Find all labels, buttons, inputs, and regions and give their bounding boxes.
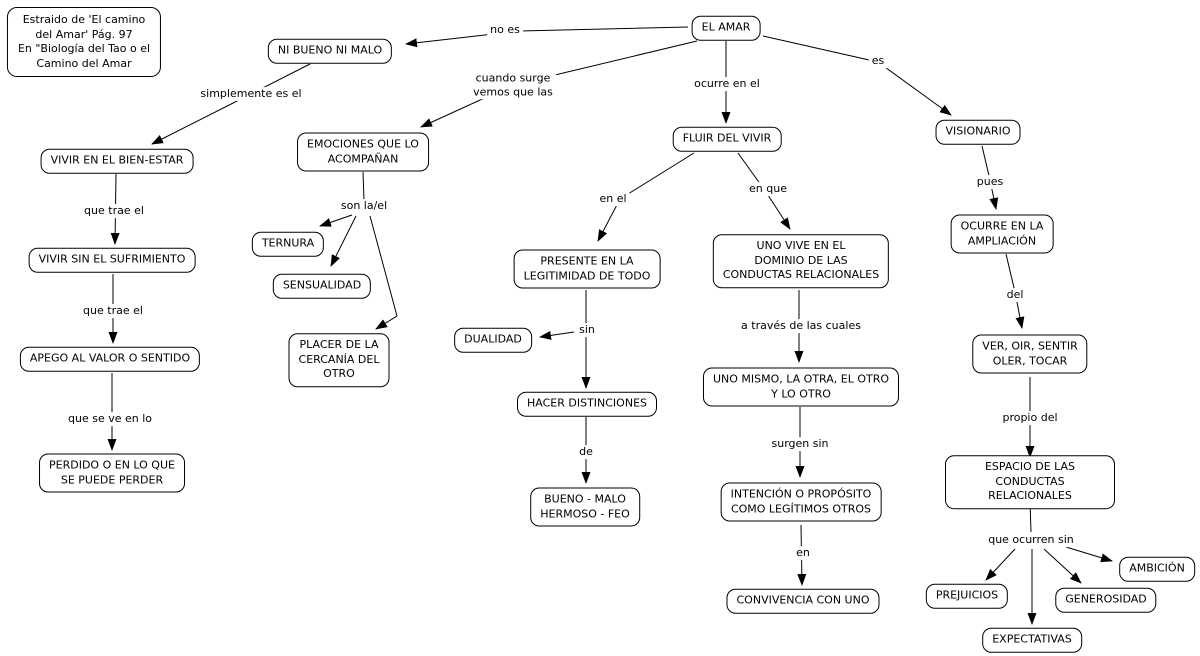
node-vivir-bien-estar[interactable]: VIVIR EN EL BIEN-ESTAR <box>40 148 194 174</box>
link-label-en-el[interactable]: en el <box>596 192 630 206</box>
link-label-de[interactable]: de <box>576 445 596 459</box>
node-perdido[interactable]: PERDIDO O EN LO QUE SE PUEDE PERDER <box>39 453 185 493</box>
node-prejuicios[interactable]: PREJUICIOS <box>925 583 1009 609</box>
node-ver-oir-sentir[interactable]: VER, OIR, SENTIR OLER, TOCAR <box>972 334 1088 374</box>
node-ocurre-ampliacion[interactable]: OCURRE EN LA AMPLIACIÓN <box>950 214 1054 254</box>
node-espacio-conductas[interactable]: ESPACIO DE LAS CONDUCTAS RELACIONALES <box>945 455 1115 509</box>
link-label-que-ocurren-sin[interactable]: que ocurren sin <box>985 533 1077 547</box>
link-label-del[interactable]: del <box>1003 288 1027 302</box>
node-convivencia[interactable]: CONVIVENCIA CON UNO <box>726 588 880 614</box>
link-label-surgen-sin[interactable]: surgen sin <box>768 437 832 451</box>
link-label-en[interactable]: en <box>793 546 813 560</box>
node-el-amar[interactable]: EL AMAR <box>691 15 761 41</box>
link-label-propio-del[interactable]: propio del <box>999 411 1061 425</box>
node-uno-mismo[interactable]: UNO MISMO, LA OTRA, EL OTRO Y LO OTRO <box>702 367 900 407</box>
link-label-sin[interactable]: sin <box>576 323 598 337</box>
node-visionario[interactable]: VISIONARIO <box>935 119 1021 145</box>
node-source-note[interactable]: Estraido de 'El camino del Amar' Pág. 97… <box>6 6 162 78</box>
link-label-es[interactable]: es <box>868 54 888 68</box>
node-hacer-distinciones[interactable]: HACER DISTINCIONES <box>516 391 658 417</box>
node-bueno-malo[interactable]: BUENO - MALO HERMOSO - FEO <box>530 487 640 527</box>
link-label-cuando-surge[interactable]: cuando surge vemos que las <box>470 71 556 99</box>
node-ternura[interactable]: TERNURA <box>251 231 325 257</box>
node-placer-cercania[interactable]: PLACER DE LA CERCANÍA DEL OTRO <box>288 333 390 387</box>
link-label-que-trae-el-1[interactable]: que trae el <box>81 204 147 218</box>
link-label-simplemente-es-el[interactable]: simplemente es el <box>197 87 305 101</box>
node-uno-vive-dominio[interactable]: UNO VIVE EN EL DOMINIO DE LAS CONDUCTAS … <box>712 234 890 288</box>
link-label-ocurre-en-el[interactable]: ocurre en el <box>691 77 763 91</box>
node-intencion-proposito[interactable]: INTENCIÓN O PROPÓSITO COMO LEGÍTIMOS OTR… <box>720 482 882 522</box>
node-fluir-del-vivir[interactable]: FLUIR DEL VIVIR <box>672 126 782 152</box>
link-label-pues[interactable]: pues <box>973 175 1007 189</box>
node-apego-valor[interactable]: APEGO AL VALOR O SENTIDO <box>19 346 201 372</box>
link-label-que-se-ve-en-lo[interactable]: que se ve en lo <box>64 412 156 426</box>
link-label-a-traves[interactable]: a través de las cuales <box>738 319 864 333</box>
node-ni-bueno-ni-malo[interactable]: NI BUENO NI MALO <box>267 38 393 64</box>
node-ambicion[interactable]: AMBICIÓN <box>1119 556 1195 582</box>
node-expectativas[interactable]: EXPECTATIVAS <box>982 627 1082 653</box>
node-emociones[interactable]: EMOCIONES QUE LO ACOMPAÑAN <box>297 132 429 172</box>
node-dualidad[interactable]: DUALIDAD <box>454 327 532 353</box>
node-sensualidad[interactable]: SENSUALIDAD <box>272 273 372 299</box>
link-label-no-es[interactable]: no es <box>487 23 523 37</box>
link-label-son-la-el[interactable]: son la/el <box>337 199 391 213</box>
node-presente-legitimidad[interactable]: PRESENTE EN LA LEGITIMIDAD DE TODO <box>513 249 661 289</box>
link-label-que-trae-el-2[interactable]: que trae el <box>80 304 146 318</box>
node-generosidad[interactable]: GENEROSIDAD <box>1055 587 1157 613</box>
node-vivir-sin-sufrimiento[interactable]: VIVIR SIN EL SUFRIMIENTO <box>28 247 196 273</box>
link-label-en-que[interactable]: en que <box>746 182 790 196</box>
